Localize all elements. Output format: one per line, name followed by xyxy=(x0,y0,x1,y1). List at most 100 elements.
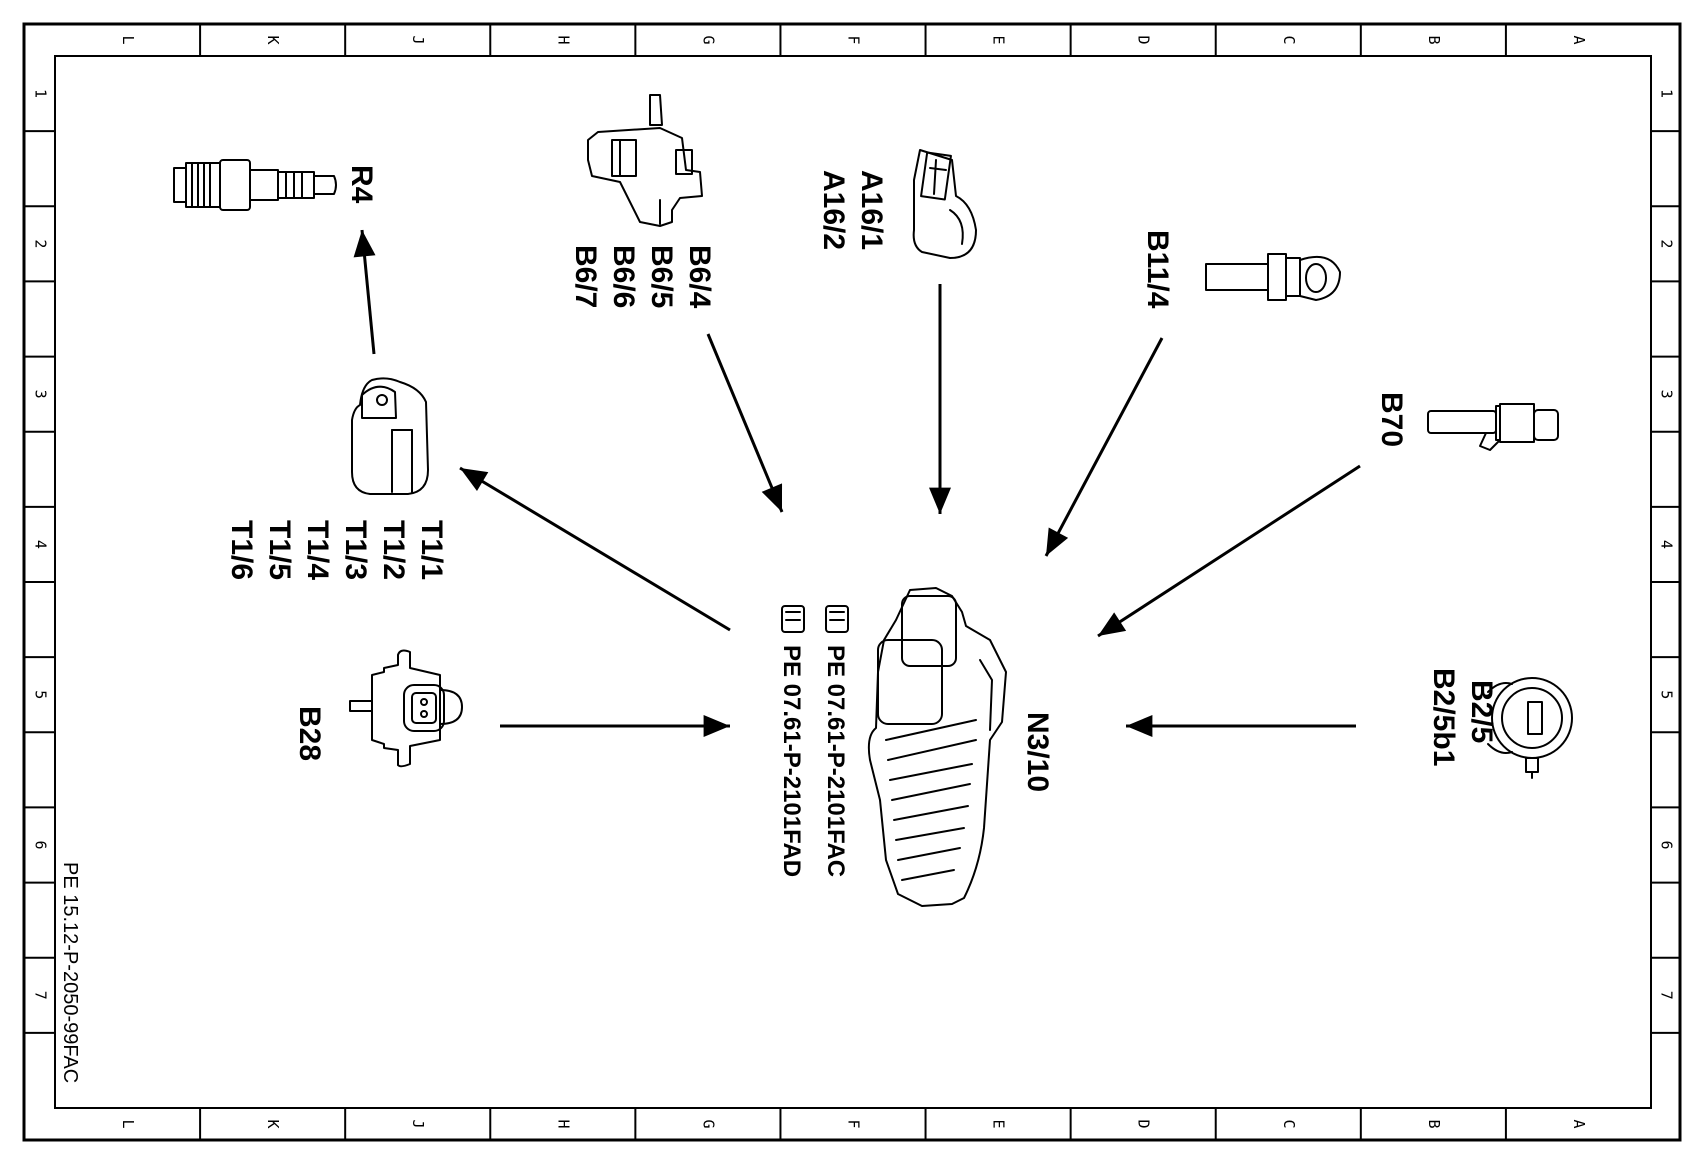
spark-plug-r4 xyxy=(173,159,337,211)
svg-text:R4: R4 xyxy=(345,165,378,204)
row-label: 7 xyxy=(1658,991,1676,1000)
svg-text:B6/6: B6/6 xyxy=(607,245,640,308)
svg-text:B28: B28 xyxy=(293,706,326,761)
crankshaft-sensor-b70 xyxy=(1427,403,1559,451)
svg-text:A16/2: A16/2 xyxy=(817,170,850,250)
row-label: 2 xyxy=(32,239,50,248)
svg-text:PE 15.12-P-2050-99FAC: PE 15.12-P-2050-99FAC xyxy=(59,862,81,1083)
reference-1: PE 07.61-P-2101FAC xyxy=(822,645,849,877)
row-label: 2 xyxy=(1658,239,1676,248)
svg-text:T1/5: T1/5 xyxy=(263,520,296,580)
row-label: 7 xyxy=(32,991,50,1000)
svg-text:A16/1: A16/1 xyxy=(855,170,888,250)
label-b6-col2: B6/5 xyxy=(645,245,678,308)
row-label: 3 xyxy=(1658,390,1676,399)
reference-2: PE 07.61-P-2101FAD xyxy=(778,645,805,877)
row-label: 5 xyxy=(1658,690,1676,699)
row-label: 1 xyxy=(32,89,50,98)
svg-text:T1/3: T1/3 xyxy=(339,520,372,580)
column-grid-ticks xyxy=(24,24,1680,1140)
column-label: J xyxy=(409,35,427,44)
row-label: 3 xyxy=(32,390,50,399)
label-b2-col2: B2/5b1 xyxy=(1427,668,1460,766)
reference-icon-2 xyxy=(781,605,805,633)
svg-text:B2/5: B2/5 xyxy=(1465,680,1498,743)
column-label: L xyxy=(119,35,137,44)
label-t1-col3: T1/3 xyxy=(339,520,372,580)
row-label: 4 xyxy=(32,540,50,549)
row-label: 6 xyxy=(32,840,50,849)
arrow-b11-to-n3 xyxy=(1044,337,1164,557)
label-t1-col5: T1/5 xyxy=(263,520,296,580)
svg-text:B6/5: B6/5 xyxy=(645,245,678,308)
label-b6-col4: B6/7 xyxy=(569,245,602,308)
svg-text:PE 07.61-P-2101FAD: PE 07.61-P-2101FAD xyxy=(778,645,805,877)
column-label: E xyxy=(990,35,1008,44)
engine-control-unit-n3 xyxy=(867,587,1007,907)
row-label: 5 xyxy=(32,690,50,699)
label-t1-col6: T1/6 xyxy=(225,520,258,580)
label-b2-col1: B2/5 xyxy=(1465,680,1498,743)
column-label: H xyxy=(554,35,572,44)
column-label: L xyxy=(119,1119,137,1128)
column-label: E xyxy=(990,1119,1008,1128)
svg-text:T1/1: T1/1 xyxy=(415,520,448,580)
label-a16-col1: A16/1 xyxy=(855,170,888,250)
column-label: B xyxy=(1425,35,1443,44)
column-label: A xyxy=(1570,35,1588,44)
ignition-coil-t1 xyxy=(351,377,429,495)
column-label: F xyxy=(845,35,863,44)
column-label: B xyxy=(1425,1119,1443,1128)
row-labels-left: 1 2 3 4 5 6 7 xyxy=(32,89,50,1000)
label-b6-col3: B6/6 xyxy=(607,245,640,308)
svg-text:T1/4: T1/4 xyxy=(301,520,334,580)
pressure-sensor-b28 xyxy=(349,649,463,768)
arrow-b70-to-n3 xyxy=(1097,464,1361,638)
column-label: H xyxy=(554,1119,572,1128)
label-b28: B28 xyxy=(293,706,326,761)
label-b70: B70 xyxy=(1375,392,1408,447)
reference-icon-1 xyxy=(825,605,849,633)
arrow-t1-to-r4 xyxy=(353,229,376,355)
column-label: G xyxy=(699,35,717,44)
arrow-n3-to-t1 xyxy=(459,466,731,632)
svg-text:T1/2: T1/2 xyxy=(377,520,410,580)
row-label: 1 xyxy=(1658,89,1676,98)
svg-text:B70: B70 xyxy=(1375,392,1408,447)
arrow-b6-to-n3 xyxy=(706,333,784,513)
label-b6-col1: B6/4 xyxy=(683,245,716,309)
label-t1-col1: T1/1 xyxy=(415,520,448,580)
row-label: 6 xyxy=(1658,840,1676,849)
column-label: K xyxy=(264,1119,282,1128)
drawing-frame xyxy=(22,22,1682,1142)
column-label: G xyxy=(699,1119,717,1128)
label-r4: R4 xyxy=(345,165,378,204)
svg-text:PE 07.61-P-2101FAC: PE 07.61-P-2101FAC xyxy=(822,645,849,877)
svg-text:T1/6: T1/6 xyxy=(225,520,258,580)
camshaft-sensor-b6 xyxy=(587,94,703,227)
label-t1-col4: T1/4 xyxy=(301,520,334,580)
label-a16-col2: A16/2 xyxy=(817,170,850,250)
document-id: PE 15.12-P-2050-99FAC xyxy=(59,862,81,1083)
column-label: C xyxy=(1280,1119,1298,1128)
column-label: D xyxy=(1135,35,1153,44)
column-label: C xyxy=(1280,35,1298,44)
svg-text:B2/5b1: B2/5b1 xyxy=(1427,668,1460,766)
column-label: D xyxy=(1135,1119,1153,1128)
column-label: A xyxy=(1570,1119,1588,1128)
label-t1-col2: T1/2 xyxy=(377,520,410,580)
knock-sensor-a16 xyxy=(912,149,977,259)
svg-text:N3/10: N3/10 xyxy=(1021,712,1054,792)
column-label: K xyxy=(264,35,282,44)
column-label: J xyxy=(409,1119,427,1128)
row-labels-right: 1 2 3 4 5 6 7 xyxy=(1658,89,1676,1000)
label-b11: B11/4 xyxy=(1141,230,1174,309)
svg-text:B11/4: B11/4 xyxy=(1141,230,1174,309)
air-flow-sensor-b2 xyxy=(1487,677,1573,779)
label-n3: N3/10 xyxy=(1021,712,1054,792)
row-label: 4 xyxy=(1658,540,1676,549)
connection-arrows xyxy=(353,229,1361,737)
